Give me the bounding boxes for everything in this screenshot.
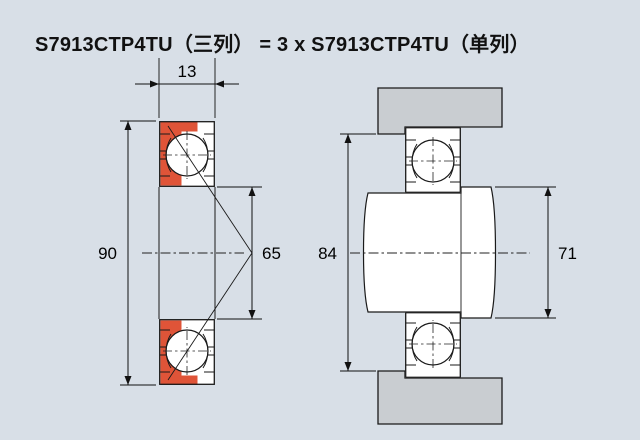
dim-width-label: 13 [178, 62, 197, 81]
housing-lower [377, 370, 503, 425]
dim-outer-diameter: 90 [98, 120, 156, 386]
dim-housing-shoulder-label: 84 [318, 244, 337, 263]
right-mounting-view: 84 71 [318, 87, 577, 425]
dim-outer-diameter-label: 90 [98, 244, 117, 263]
dim-shaft-shoulder-label: 71 [558, 244, 577, 263]
shaft [362, 186, 497, 319]
dim-bore-diameter: 65 [217, 186, 281, 320]
dim-width: 13 [135, 58, 239, 118]
dim-bore-diameter-label: 65 [262, 244, 281, 263]
left-bearing-section-view: 13 90 65 [98, 58, 281, 386]
contact-angle-lines [167, 125, 253, 381]
dim-shaft-shoulder: 71 [495, 186, 577, 319]
dim-housing-shoulder: 84 [318, 133, 376, 372]
bearing-face-lines [158, 187, 216, 319]
diagram-title: S7913CTP4TU（三列） = 3 x S7913CTP4TU（单列） [35, 34, 530, 56]
